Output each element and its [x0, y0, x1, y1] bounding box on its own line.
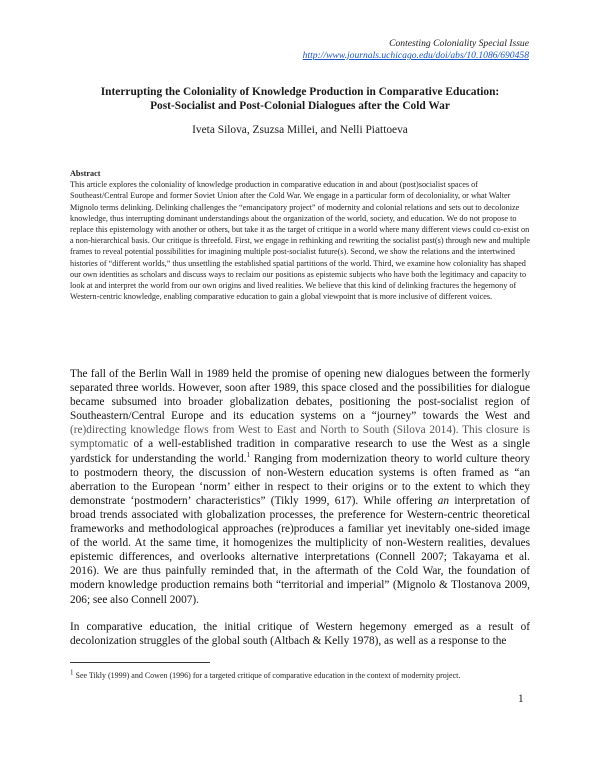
p1-text-e: interpretation of broad trends associate…: [70, 494, 530, 606]
abstract-heading: Abstract: [70, 169, 101, 178]
paper-title: Interrupting the Coloniality of Knowledg…: [40, 85, 560, 113]
footnote: 1 See Tikly (1999) and Cowen (1996) for …: [70, 668, 530, 681]
authors: Iveta Silova, Zsuzsa Millei, and Nelli P…: [192, 124, 408, 136]
footnote-reference[interactable]: 1: [246, 450, 251, 459]
p1-text-highlight: (re)directing knowledge flows from West …: [70, 424, 530, 451]
running-header: Contesting Coloniality Special Issue htt…: [303, 38, 529, 62]
title-line-1: Interrupting the Coloniality of Knowledg…: [100, 86, 500, 98]
abstract-text: This article explores the coloniality of…: [70, 180, 530, 302]
footnote-divider: [70, 662, 210, 663]
body-paragraph-2: In comparative education, the initial cr…: [70, 621, 530, 648]
title-line-2: Post-Socialist and Post-Colonial Dialogu…: [150, 100, 450, 112]
doi-link[interactable]: http://www.journals.uchicago.edu/doi/abs…: [302, 50, 529, 61]
p1-text-d: Ranging from modernization theory to wor…: [70, 452, 530, 507]
p1-emphasis: an: [437, 494, 450, 507]
p1-text-c: of a well-established tradition in compa…: [70, 438, 530, 465]
p1-text-a: The fall of the Berlin Wall in 1989 held…: [70, 368, 530, 423]
abstract: Abstract This article explores the colon…: [70, 168, 530, 302]
footnote-text: See Tikly (1999) and Cowen (1996) for a …: [73, 671, 461, 680]
page-number: 1: [518, 693, 524, 705]
footnote-marker: 1: [70, 668, 74, 677]
series-title: Contesting Coloniality Special Issue: [389, 38, 529, 49]
body-paragraph-1: The fall of the Berlin Wall in 1989 held…: [70, 367, 530, 607]
